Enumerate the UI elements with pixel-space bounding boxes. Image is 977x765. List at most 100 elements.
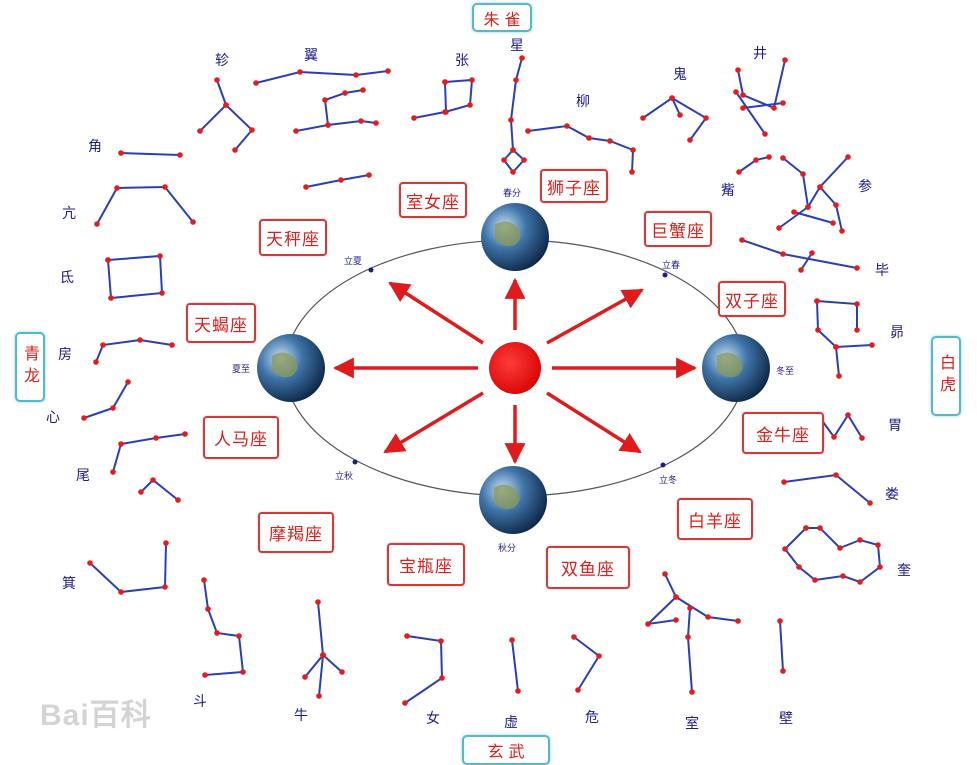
star-link [216,79,227,106]
star-dot [817,525,823,531]
star-dot [315,599,321,605]
star-dot [467,102,473,108]
star-dot [177,152,183,158]
star-dot [780,251,786,257]
star-dot [303,184,309,190]
term-autumn-equinox: 秋分 [498,544,517,554]
mansion-wei-tail: 尾 [76,468,90,484]
star-dot [125,379,131,385]
star-dot [687,137,693,143]
star-dot [662,571,668,577]
star-dot [108,295,114,301]
star-dot [501,157,507,163]
star-dot [182,431,188,437]
star-dot [735,618,741,624]
star-dot [575,687,581,693]
star-dot [214,630,220,636]
term-lixia: 立夏 [344,257,363,267]
star-dot [845,412,851,418]
star-link [255,70,389,84]
star-dot [782,57,788,63]
star-link [642,96,708,141]
star-dot [438,638,444,644]
zodiac-leo: 狮子座 [540,169,608,203]
star-dot [118,441,124,447]
term-lichun: 立春 [662,261,681,271]
star-dot [817,184,823,190]
star-dot [515,688,521,694]
mansion-wei-danger: 危 [585,710,599,726]
star-dot [776,225,782,231]
star-link [779,620,784,672]
mansion-xin: 心 [46,410,60,426]
star-dot [339,669,345,675]
zodiac-gemini: 双子座 [718,281,786,317]
star-dot [190,219,196,225]
star-dot [232,147,238,153]
star-dot [839,228,845,234]
star-dot [607,138,613,144]
star-dot [411,115,417,121]
star-dot [87,560,93,566]
star-dot [771,105,777,111]
star-link [793,211,834,224]
star-dot [249,127,255,133]
star-dot [137,337,143,343]
star-dot [439,675,445,681]
earth-globe-icon [479,466,547,534]
star-dot [114,185,120,191]
star-dot [837,545,843,551]
star-dot [564,123,570,129]
arrow-icon [546,391,642,454]
star-dot [443,109,449,115]
mansion-di: 氐 [60,270,74,286]
mansion-nv: 女 [426,711,440,727]
zodiac-taurus: 金牛座 [742,412,824,454]
star-link [444,81,447,113]
star-link [686,607,693,693]
star-dot [169,342,175,348]
mansion-fang: 房 [58,347,72,363]
star-dot [782,546,788,552]
star-dot [845,154,851,160]
star-dot [105,257,111,263]
star-link [305,174,370,188]
star-dot [796,564,802,570]
arrow-icon [383,391,484,454]
star-dot [325,122,331,128]
mansion-jing: 井 [753,46,767,62]
star-dot [175,497,181,503]
star-dot [586,135,592,141]
mansion-kang: 亢 [62,206,76,222]
direction-east: 青龙 [15,332,45,402]
star-dot [677,112,683,118]
star-dot [805,204,811,210]
star-link [304,601,325,678]
zodiac-aries: 白羊座 [677,498,753,540]
term-winter-solstice: 冬至 [776,367,795,377]
star-link [573,636,601,691]
mansion-zi: 觜 [721,183,735,199]
star-dot [162,584,168,590]
star-dot [812,577,818,583]
earth-globe-icon [702,334,770,402]
star-dot [800,171,806,177]
star-dot [223,102,229,108]
star-dot [469,77,475,83]
star-dot [110,405,116,411]
star-link [502,57,526,174]
star-dot [525,128,531,134]
zodiac-scorpio: 天蝎座 [186,303,256,343]
mansion-jiao: 角 [88,139,102,155]
star-link [89,542,167,594]
zodiac-capricorn: 摩羯座 [258,512,334,553]
zodiac-libra: 天秤座 [259,219,327,256]
mansion-xing: 星 [510,38,524,54]
star-dot [316,693,322,699]
star-link [816,300,873,349]
star-dot [735,67,741,73]
star-dot [508,117,514,123]
direction-north: 朱 雀 [472,3,532,32]
star-dot [302,674,308,680]
